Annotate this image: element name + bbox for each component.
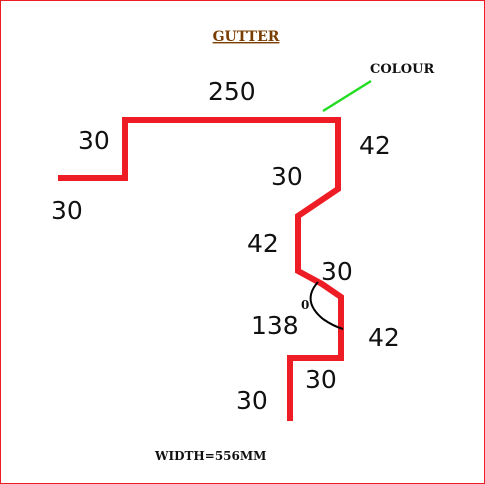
dimension-lower-drop: 42 — [368, 323, 400, 352]
dimension-angle: 138 — [251, 311, 299, 340]
dimension-slope-top: 30 — [271, 162, 303, 191]
dimension-lower-step: 30 — [305, 365, 337, 394]
dimension-top: 250 — [208, 77, 256, 106]
dimension-bottom-tail: 30 — [236, 386, 268, 415]
dimension-left-lip: 30 — [51, 196, 83, 225]
dimension-left-riser: 30 — [78, 126, 110, 155]
angle-degree-label: 0 — [301, 298, 309, 312]
colour-side-marker — [322, 79, 372, 113]
dimension-middle-drop: 42 — [247, 229, 279, 258]
angle-arc — [309, 281, 344, 330]
colour-label: COLOUR — [370, 62, 434, 77]
width-note: WIDTH=556MM — [154, 449, 266, 463]
dimension-right-drop: 42 — [359, 131, 391, 160]
diagram-title: GUTTER — [213, 29, 280, 45]
gutter-profile-line — [58, 117, 344, 421]
dimension-slope-bottom: 30 — [321, 257, 353, 286]
